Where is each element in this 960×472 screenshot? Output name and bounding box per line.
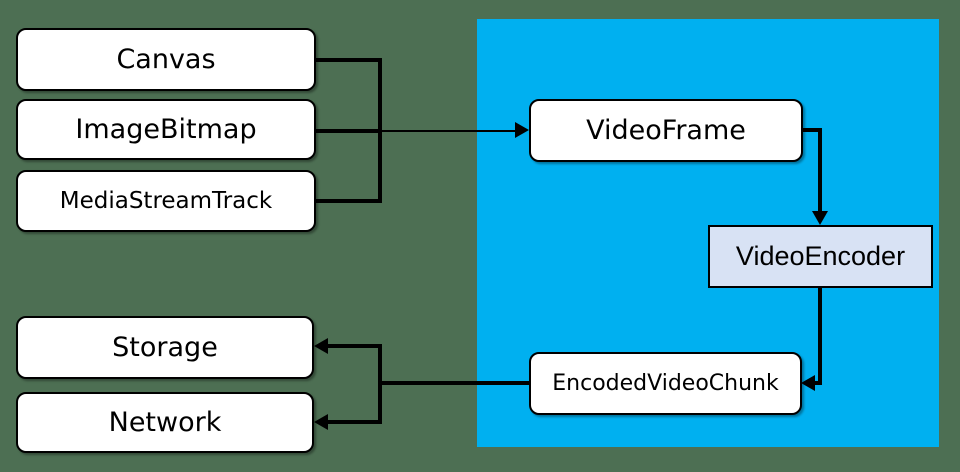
node-encodedvideochunk: EncodedVideoChunk (529, 352, 802, 415)
arrowhead-into-network-icon (314, 414, 328, 430)
edge-to-storage-line (328, 344, 382, 348)
node-videoencoder: VideoEncoder (708, 225, 933, 288)
node-canvas-label: Canvas (116, 44, 216, 75)
node-network: Network (16, 392, 314, 453)
node-encodedvideochunk-label: EncodedVideoChunk (552, 370, 779, 396)
arrowhead-into-videoframe-icon (515, 122, 529, 138)
arrowhead-into-videoencoder-icon (812, 211, 828, 225)
edge-videoframe-out-horizontal (803, 128, 822, 132)
edge-videoencoder-left-horizontal (813, 381, 822, 385)
node-videoencoder-label: VideoEncoder (735, 241, 906, 271)
edge-videoencoder-down-vertical (818, 288, 822, 385)
arrowhead-into-encodedvideochunk-icon (801, 375, 815, 391)
node-mediastreamtrack: MediaStreamTrack (16, 170, 316, 232)
edge-to-videoframe-line (380, 130, 516, 132)
node-canvas: Canvas (16, 28, 316, 91)
node-videoframe-label: VideoFrame (586, 115, 746, 146)
edge-imagebitmap-horizontal (316, 129, 382, 133)
node-network-label: Network (108, 407, 222, 438)
node-imagebitmap: ImageBitmap (16, 99, 316, 160)
edge-encodedvideochunk-out-horizontal (380, 381, 529, 385)
node-videoframe: VideoFrame (529, 99, 803, 162)
node-mediastreamtrack-label: MediaStreamTrack (59, 187, 273, 214)
edge-canvas-horizontal (316, 58, 381, 62)
node-storage-label: Storage (112, 332, 218, 363)
edge-sink-junction-vertical (378, 344, 382, 424)
edge-mediastreamtrack-horizontal (316, 199, 381, 203)
arrowhead-into-storage-icon (314, 338, 328, 354)
edge-to-network-line (328, 420, 382, 424)
node-storage: Storage (16, 316, 314, 379)
node-imagebitmap-label: ImageBitmap (75, 114, 257, 145)
edge-videoframe-down-vertical (818, 128, 822, 212)
